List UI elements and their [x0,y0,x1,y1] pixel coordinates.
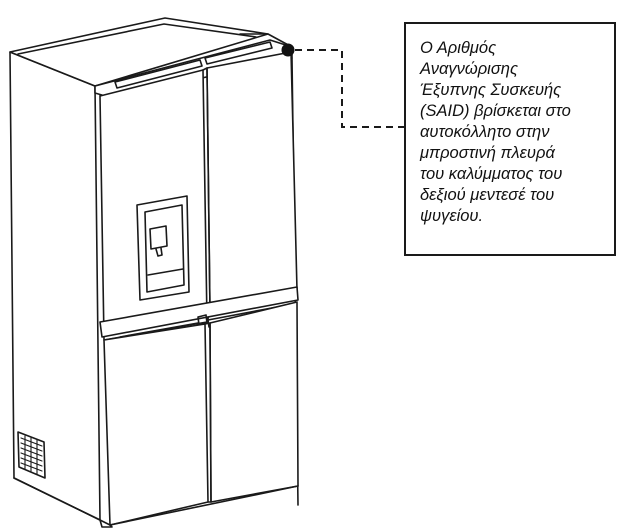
door-gap-lower [204,322,212,503]
fridge-top-inner-edge [17,23,257,55]
dispenser-nozzle [155,247,163,257]
middle-divider [99,286,299,338]
lower-right-door [209,301,299,503]
said-sticker-marker [281,43,295,57]
refrigerator [9,17,299,528]
callout-leader-line [295,49,404,128]
hinge-cover-detail-right [204,41,273,65]
fridge-base [13,477,299,526]
said-callout-text: Ο Αριθμός Αναγνώρισης Έξυπνης Συσκευής (… [420,39,571,225]
dispenser-paddle [149,225,168,250]
upper-right-door [206,51,298,313]
lower-left-door [103,323,209,526]
fridge-foot [99,519,113,528]
dispenser-inner [144,204,185,293]
said-callout-box: Ο Αριθμός Αναγνώρισης Έξυπνης Συσκευής (… [404,22,616,256]
dispenser-tray [147,268,184,276]
top-right-hinge-step [239,33,293,48]
side-vent-slats [20,435,43,475]
hinge-cover-detail-left [114,59,203,89]
